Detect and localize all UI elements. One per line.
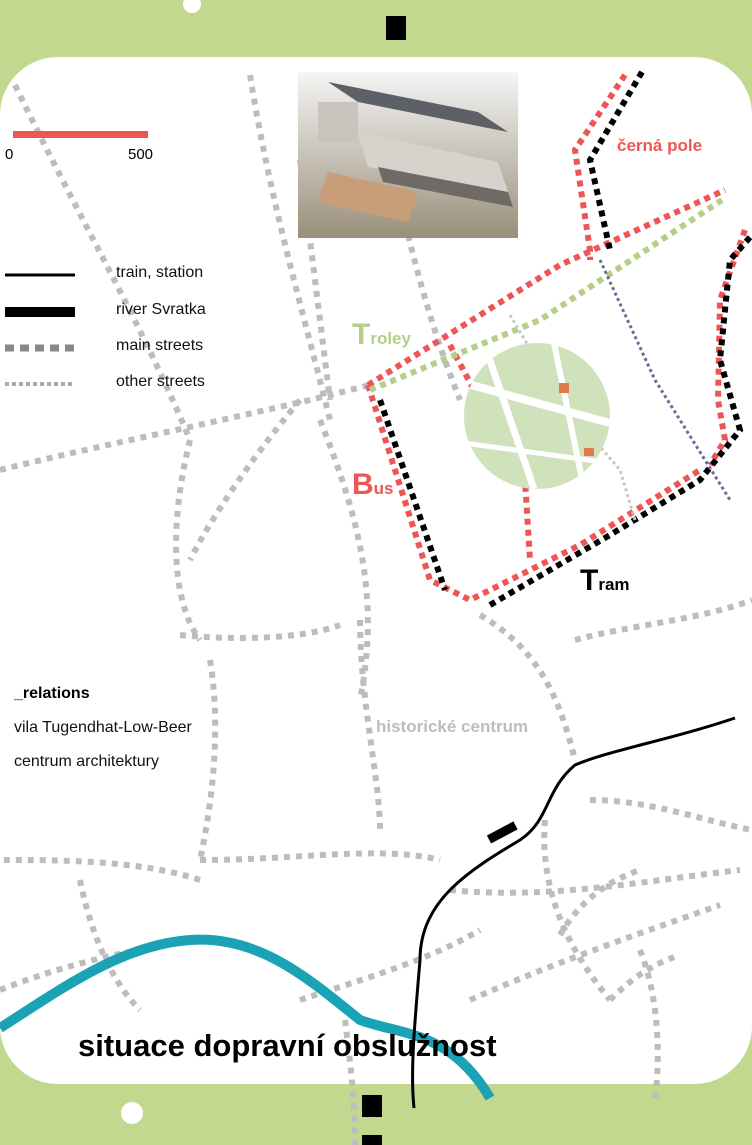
map-title: situace dopravní obslužnost <box>78 1028 497 1063</box>
map-area <box>0 57 752 1084</box>
bottom-square-icon-2 <box>362 1135 382 1145</box>
bus-label-rest: us <box>373 479 394 498</box>
historic-center-label: historické centrum <box>376 717 529 736</box>
bus-label: Bus <box>352 468 394 502</box>
bus-label-cap: B <box>352 468 374 501</box>
mini-map <box>464 343 610 489</box>
troley-label-cap: T <box>352 318 371 351</box>
scale-min-label: 0 <box>5 146 14 163</box>
tram-label-rest: ram <box>598 575 630 594</box>
top-dot-icon <box>183 0 201 13</box>
river-svratka <box>0 934 495 1101</box>
tram-label-cap: T <box>580 564 599 597</box>
troley-label: Troley <box>352 318 411 352</box>
other-streets <box>0 74 752 1145</box>
scale-bar <box>13 131 148 138</box>
cerna-pole-label: černá pole <box>617 136 703 155</box>
relation-item-centrum: centrum architektury <box>14 753 159 770</box>
villa-model-photo <box>298 72 518 238</box>
relations-heading: _relations <box>14 685 90 702</box>
bottom-square-icon <box>362 1095 382 1117</box>
legend-main-streets-label: main streets <box>116 337 204 354</box>
legend-river-label: river Svratka <box>116 301 206 318</box>
tram-route <box>377 70 752 608</box>
relation-item-vila: vila Tugendhat-Low-Beer <box>14 719 192 736</box>
legend-train-label: train, station <box>116 264 204 281</box>
top-square-icon <box>386 16 406 40</box>
train-station-icon <box>486 821 518 844</box>
purple-route <box>598 259 732 501</box>
scale-max-label: 500 <box>128 146 154 163</box>
tram-label: Tram <box>580 564 630 598</box>
train-line <box>411 716 736 1109</box>
troley-label-rest: roley <box>370 329 411 348</box>
bottom-dot-icon <box>121 1102 143 1124</box>
legend-other-streets-label: other streets <box>116 373 205 390</box>
